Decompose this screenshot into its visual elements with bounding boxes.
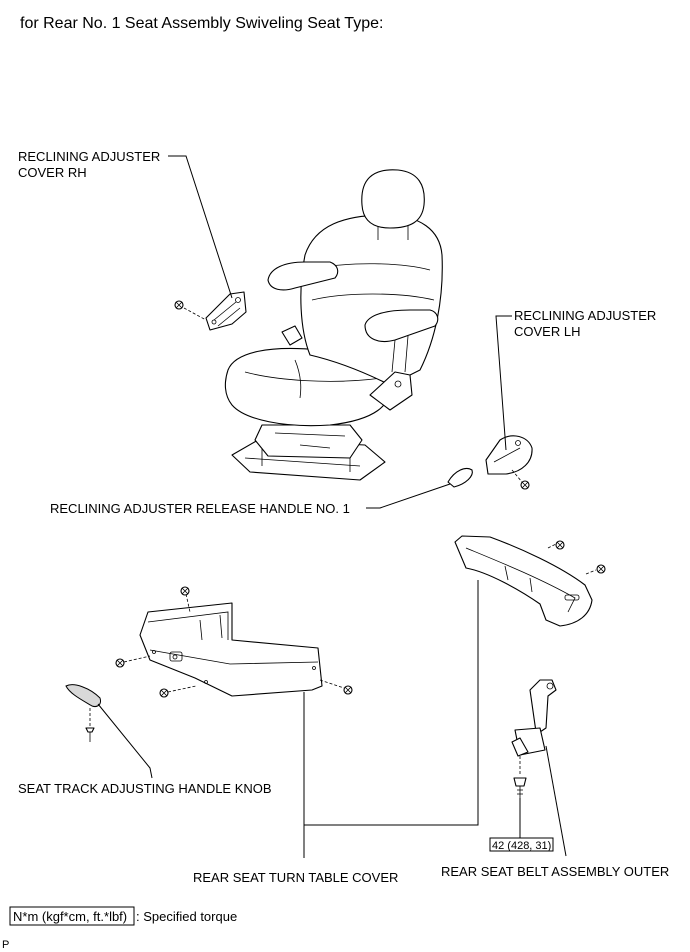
label-reclining-cover-rh-1: RECLINING ADJUSTER: [18, 149, 160, 164]
seat-track-adjusting-handle-knob: [65, 684, 101, 742]
screw-icon: [115, 658, 125, 668]
legend-box-text: N*m (kgf*cm, ft.*lbf): [13, 909, 127, 924]
label-reclining-cover-rh-2: COVER RH: [18, 165, 87, 180]
label-release-handle: RECLINING ADJUSTER RELEASE HANDLE NO. 1: [50, 501, 350, 516]
screw-icon: [85, 727, 95, 742]
corner-mark: P: [2, 939, 9, 951]
diagram-title: for Rear No. 1 Seat Assembly Swiveling S…: [20, 15, 383, 32]
rear-seat-turn-table-cover-rear: [454, 535, 606, 627]
leader-lines: [97, 155, 567, 858]
screw-icon: [520, 480, 530, 490]
screw-icon: [180, 586, 190, 596]
bolt-icon: [513, 777, 527, 798]
screw-icon: [343, 685, 353, 695]
seat-assembly: [224, 169, 443, 481]
screw-icon: [555, 540, 565, 550]
rear-seat-belt-assembly-outer: [511, 679, 557, 838]
screw-icon: [596, 564, 606, 574]
label-turn-table-cover: REAR SEAT TURN TABLE COVER: [193, 870, 398, 885]
screw-icon: [174, 300, 184, 310]
rear-seat-turn-table-cover: [115, 586, 353, 698]
reclining-adjuster-cover-lh: [485, 435, 533, 490]
torque-spec-box: 42 (428, 31): [489, 837, 554, 852]
label-seat-belt-outer: REAR SEAT BELT ASSEMBLY OUTER: [441, 864, 669, 879]
label-seat-track-knob: SEAT TRACK ADJUSTING HANDLE KNOB: [18, 781, 272, 796]
label-reclining-cover-lh-2: COVER LH: [514, 324, 580, 339]
label-reclining-cover-lh-1: RECLINING ADJUSTER: [514, 308, 656, 323]
torque-legend: N*m (kgf*cm, ft.*lbf) : Specified torque: [9, 906, 237, 926]
reclining-adjuster-release-handle: [447, 467, 473, 488]
reclining-adjuster-cover-rh: [174, 291, 247, 331]
screw-icon: [159, 688, 169, 698]
torque-value: 42 (428, 31): [492, 840, 551, 852]
legend-description: : Specified torque: [136, 909, 237, 924]
